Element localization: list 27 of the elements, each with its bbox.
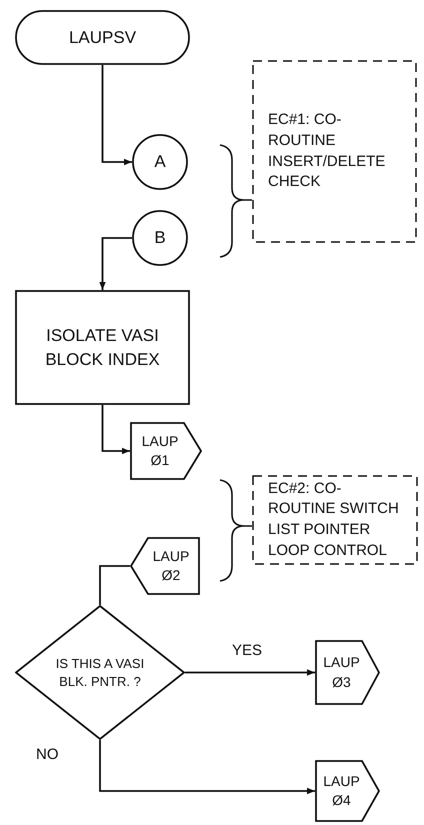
node-label: ISOLATE VASI BLOCK INDEX — [44, 325, 161, 370]
node-label: IS THIS A VASI BLK. PNTR. ? — [54, 654, 146, 690]
connector-circle — [132, 210, 188, 266]
node-label: LAUP Ø2 — [152, 546, 190, 585]
arrow — [99, 565, 130, 605]
decision-diamond — [15, 605, 185, 740]
off-page-connector — [130, 422, 202, 480]
off-page-connector — [315, 640, 380, 705]
off-page-connector — [130, 537, 200, 595]
connector-circle — [132, 134, 188, 190]
comment-box — [252, 475, 418, 565]
node-label: EC#2: CO-ROUTINE SWITCH LIST POINTER LOOP CONTROL — [268, 478, 400, 561]
off-page-connector — [315, 760, 380, 822]
arrow — [185, 669, 315, 676]
process-box — [15, 290, 190, 405]
node-label: LAUP Ø1 — [140, 432, 180, 470]
arrow — [99, 237, 132, 290]
node-label: B — [154, 227, 166, 250]
arrow — [102, 65, 132, 166]
node-label: LAUP Ø4 — [323, 772, 360, 810]
arrow — [102, 405, 130, 454]
comment-box — [252, 60, 417, 243]
arrow — [99, 740, 315, 794]
node-label: LAUP Ø3 — [323, 653, 360, 692]
node-label: EC#1: CO-ROUTINE INSERT/DELETE CHECK — [268, 110, 386, 192]
node-label: LAUPSV — [68, 26, 136, 49]
node-label: A — [154, 151, 166, 174]
